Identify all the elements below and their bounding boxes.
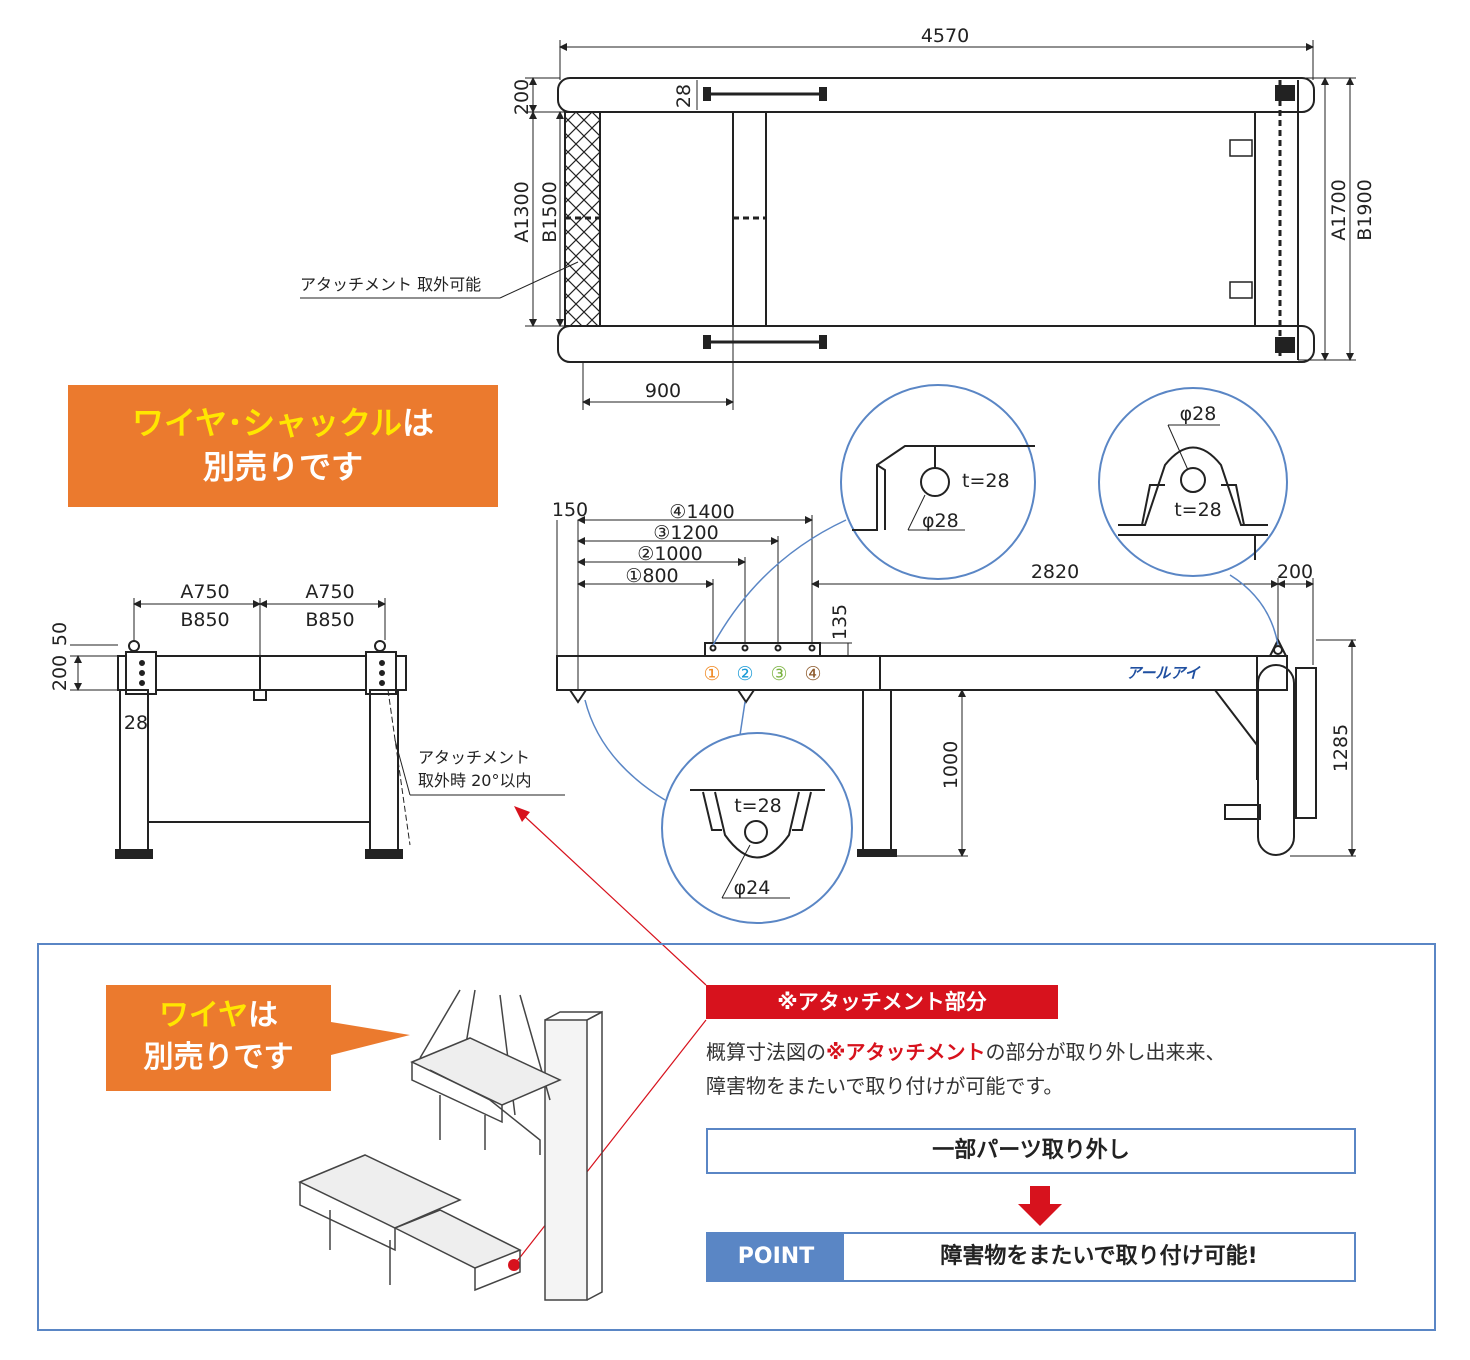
dim-1285: 1285 [1330, 724, 1352, 772]
detail1-thickness: t=28 [962, 470, 1010, 492]
desc-post: の部分が取り外し出来来、 [985, 1040, 1226, 1064]
detail1-diameter: φ28 [922, 510, 959, 532]
banner2-highlight: ワイヤ [158, 998, 249, 1033]
dim-b850-left: B850 [180, 609, 229, 631]
dim-800: ①800 [625, 565, 678, 587]
dim-b850-right: B850 [305, 609, 354, 631]
dim-b1900: B1900 [1354, 179, 1376, 240]
dim-200-top: 200 [511, 79, 533, 115]
detail-circle-2: φ28 t=28 [1098, 387, 1288, 577]
dim-a1300: A1300 [511, 181, 533, 242]
attachment-description: 概算寸法図の※アタッチメントの部分が取り外し出来来、 障害物をまたいで取り付けが… [706, 1035, 1346, 1103]
dim-a1700: A1700 [1328, 179, 1350, 240]
point-box: POINT 障害物をまたいで取り付け可能! [706, 1232, 1356, 1282]
attach-removable-label: アタッチメント 取外可能 [300, 275, 481, 294]
marker-4: ④ [804, 663, 821, 685]
dim-1400: ④1400 [669, 501, 734, 523]
dim-1000: 1000 [940, 741, 962, 789]
attachment-section-tag: ※アタッチメント部分 [706, 985, 1058, 1019]
dim-28: 28 [673, 84, 695, 108]
desc-red: ※アタッチメント [826, 1040, 986, 1064]
dim-135: 135 [829, 604, 851, 640]
banner1-highlight: ワイヤ･シャックル [131, 404, 403, 442]
detail2-thickness: t=28 [1174, 499, 1222, 521]
dim-150: 150 [552, 499, 588, 521]
front-bolt-dots [139, 660, 385, 686]
detail2-diameter: φ28 [1180, 403, 1217, 425]
attachment-info-panel [37, 943, 1436, 1331]
detail-circle-1: t=28 φ28 [840, 384, 1036, 580]
dim-a750-left: A750 [180, 581, 229, 603]
dim-1200: ③1200 [653, 522, 718, 544]
dim-a750-right: A750 [305, 581, 354, 603]
dim-200-side: 200 [1277, 561, 1313, 583]
marker-2: ② [736, 663, 753, 685]
step-remove-parts: 一部パーツ取り外し [706, 1128, 1356, 1174]
front-view [70, 598, 565, 859]
dim-900: 900 [645, 380, 681, 402]
banner2-suffix: は [248, 998, 279, 1033]
banner1-line2: 別売りです [202, 448, 363, 486]
detail-leaders [584, 519, 1279, 801]
attach-note-line1: アタッチメント [418, 748, 530, 767]
dim-4570: 4570 [921, 25, 969, 47]
point-label: POINT [708, 1234, 844, 1280]
detail-circle-3: t=28 φ24 [661, 732, 853, 924]
dim-50: 50 [49, 622, 71, 646]
dim-28-front: 28 [124, 712, 148, 734]
detail3-diameter: φ24 [734, 877, 771, 899]
dim-b1500: B1500 [539, 181, 561, 242]
dim-1000-bracket: ②1000 [637, 543, 702, 565]
wire-shackle-sold-separately-banner: ワイヤ･シャックルは 別売りです [68, 385, 498, 507]
dim-200-front: 200 [49, 655, 71, 691]
marker-3: ③ [770, 663, 787, 685]
banner1-suffix: は [402, 404, 435, 442]
side-view [556, 515, 1356, 857]
isometric-illustration [298, 989, 603, 1301]
top-view [300, 40, 1356, 410]
desc-line2: 障害物をまたいで取り付けが可能です。 [706, 1074, 1064, 1098]
desc-pre: 概算寸法図の [706, 1040, 826, 1064]
banner2-line2: 別売りです [143, 1040, 294, 1075]
attach-note-line2: 取外時 20°以内 [418, 771, 531, 790]
detail3-thickness: t=28 [734, 795, 782, 817]
brand-logo: アールアイ [1126, 664, 1201, 682]
marker-1: ① [703, 663, 720, 685]
dim-2820: 2820 [1031, 561, 1079, 583]
wire-sold-separately-banner: ワイヤは 別売りです [106, 985, 331, 1091]
point-text: 障害物をまたいで取り付け可能! [940, 1244, 1258, 1269]
